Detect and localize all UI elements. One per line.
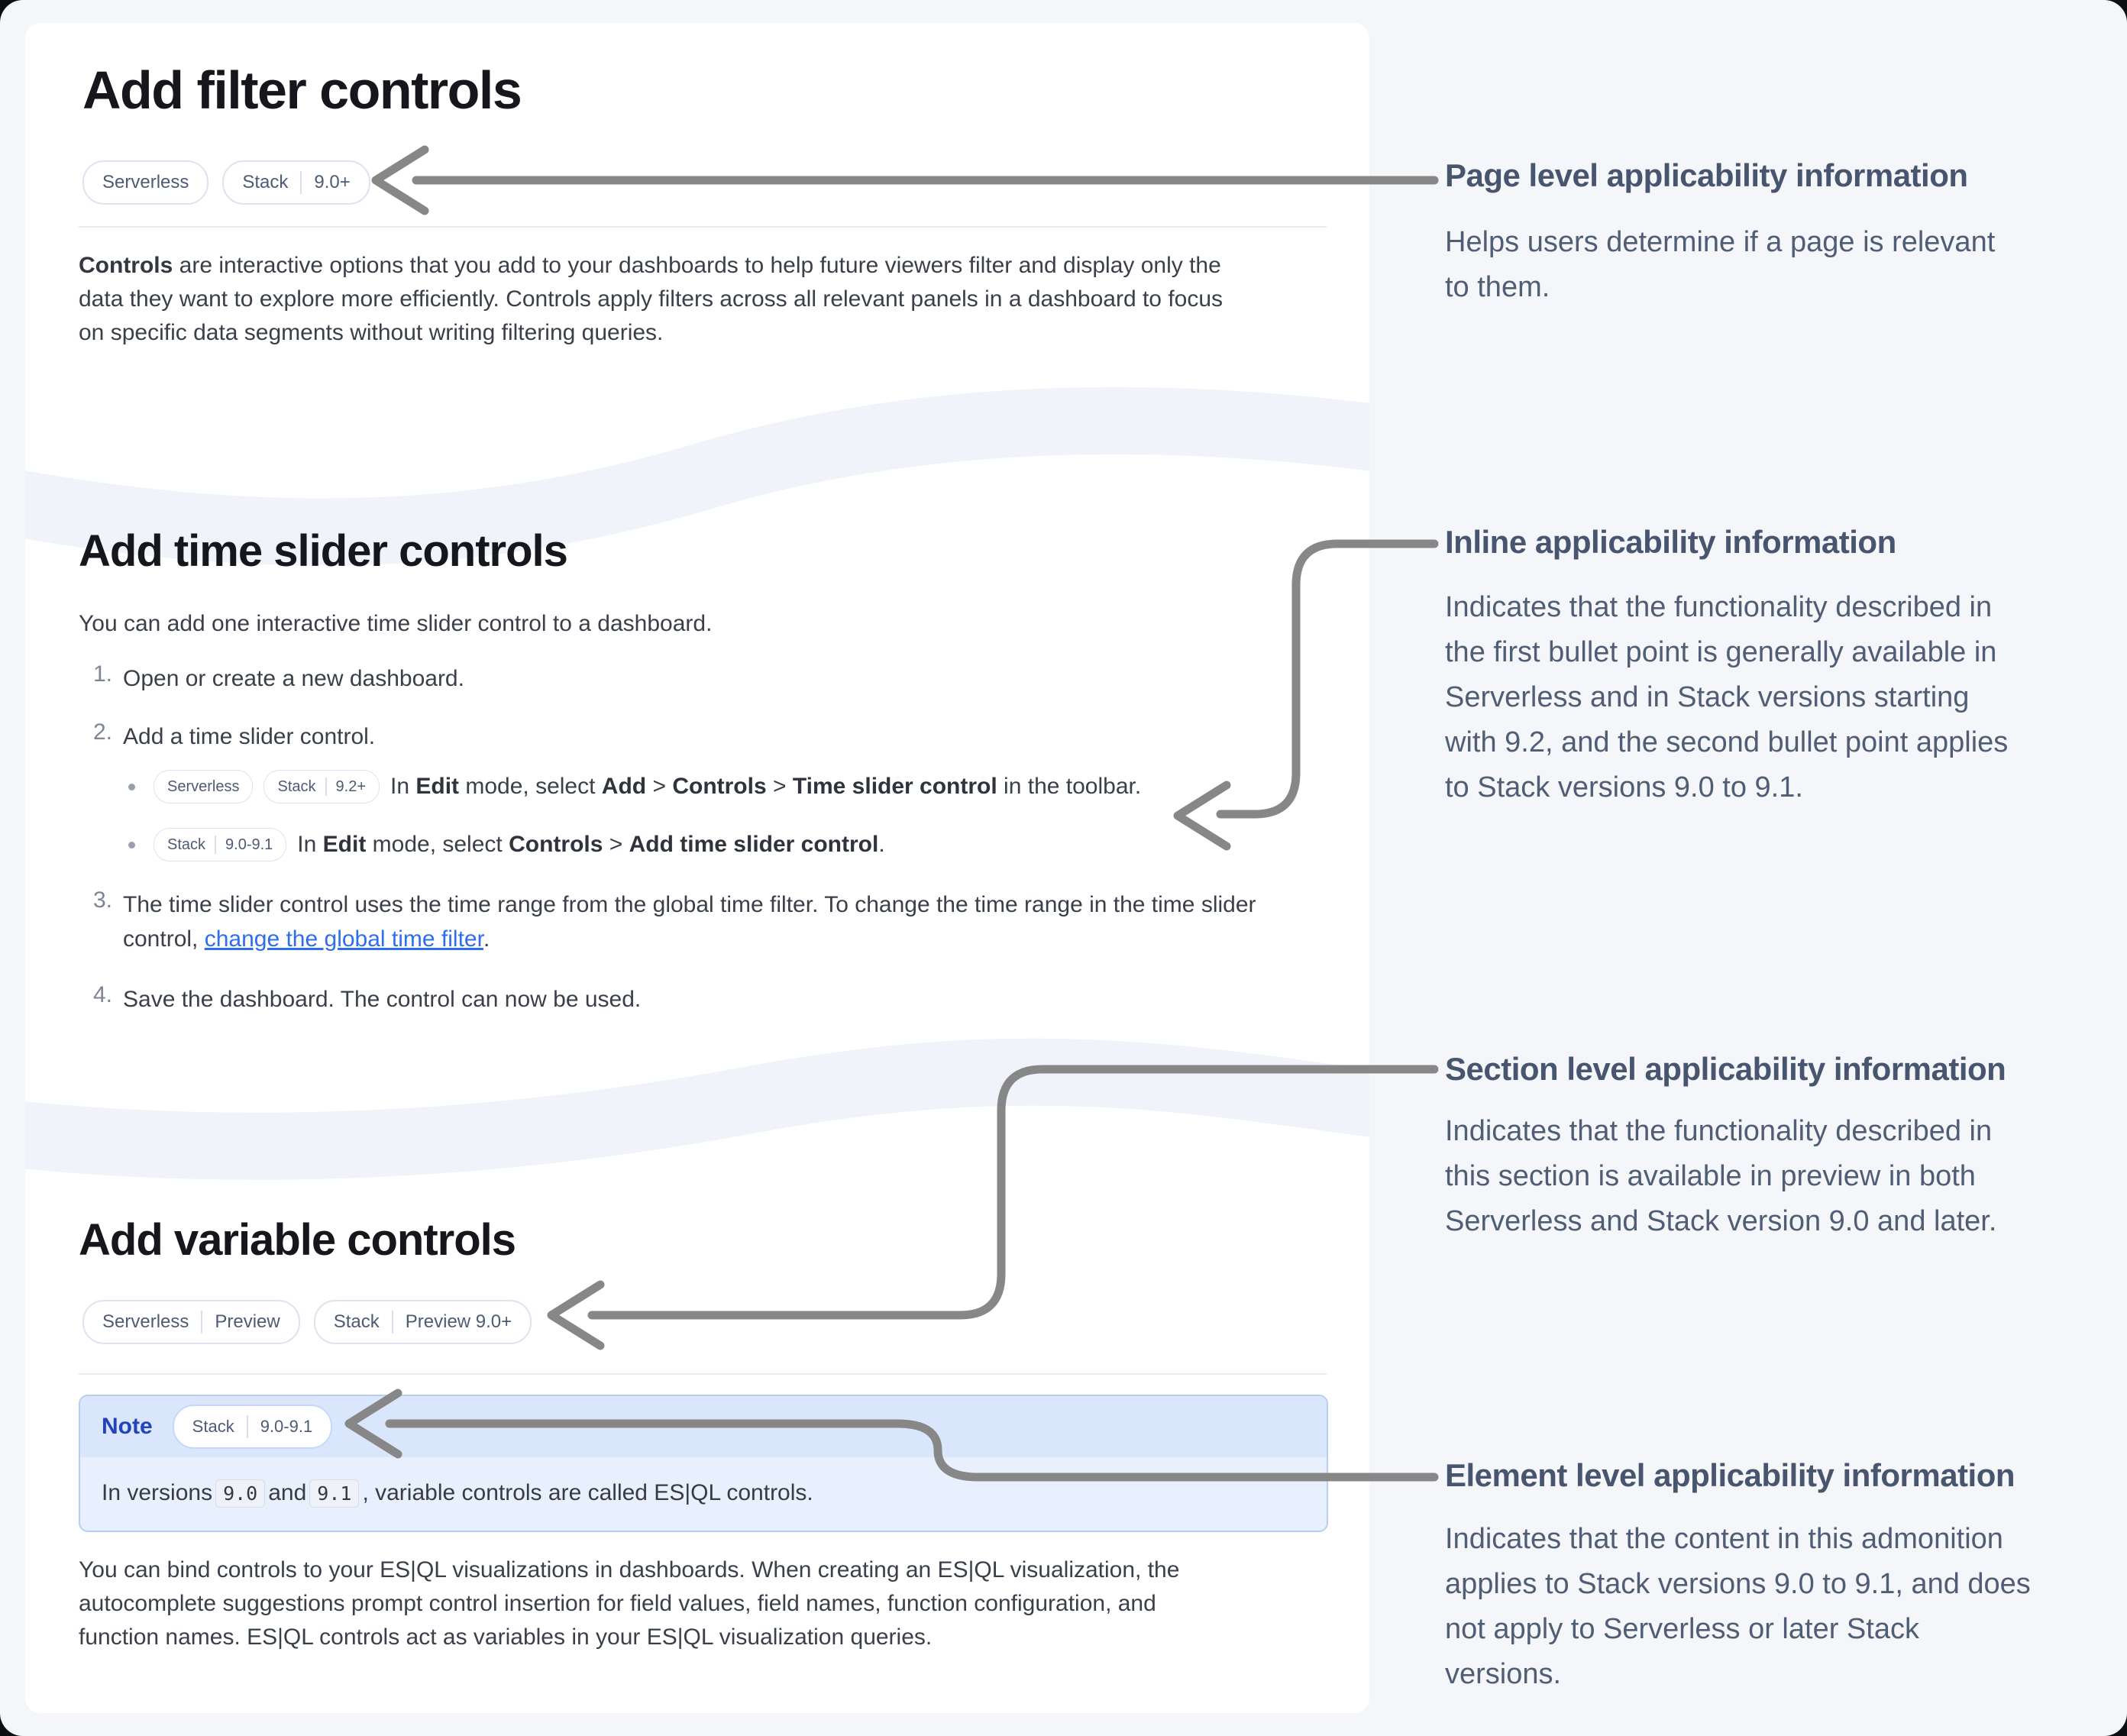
step-number: 3.	[92, 887, 112, 913]
badge-stack-version: Stack 9.2+	[263, 770, 380, 803]
code-chip: 9.0	[215, 1479, 266, 1508]
bullet-serverless-stack-92: Serverless Stack 9.2+ In Edit mode, sele…	[128, 770, 1141, 803]
bullet-stack-90-91: Stack 9.0-9.1 In Edit mode, select Contr…	[128, 828, 885, 862]
badge-stack-version: Stack 9.0-9.1	[172, 1405, 333, 1449]
annotation-body-page-level: Helps users determine if a page is relev…	[1445, 226, 1996, 303]
annotation-body-section-level: Indicates that the functionality describ…	[1445, 1115, 1997, 1237]
page-applicability-badges: Serverless Stack 9.0+	[82, 160, 370, 205]
badge-serverless: Serverless	[154, 770, 254, 803]
bullet-dot	[128, 841, 135, 849]
note-body: In versions 9.0 and 9.1, variable contro…	[80, 1457, 1327, 1529]
page-title: Add filter controls	[82, 60, 522, 120]
change-global-time-filter-link[interactable]: change the global time filter	[204, 926, 483, 952]
esql-paragraph: You can bind controls to your ES|QL visu…	[79, 1557, 1180, 1650]
note-label: Note	[102, 1414, 153, 1439]
step-number: 2.	[92, 719, 112, 745]
time-slider-intro: You can add one interactive time slider …	[79, 611, 713, 636]
arrow-section-level	[587, 1065, 1439, 1320]
divider	[79, 1373, 1327, 1375]
step-2: 2. Add a time slider control.	[79, 719, 375, 754]
step-4: 4. Save the dashboard. The control can n…	[79, 982, 641, 1017]
section-title-variable-controls: Add variable controls	[79, 1215, 516, 1265]
section-title-time-slider: Add time slider controls	[79, 526, 568, 576]
arrow-element-level-head	[344, 1388, 402, 1459]
badge-separator	[215, 836, 217, 854]
arrow-element-level	[385, 1419, 1439, 1482]
bullet-dot	[128, 783, 135, 790]
badge-serverless-preview: Serverless Preview	[82, 1300, 300, 1344]
annotation-title-section-level: Section level applicability information	[1445, 1051, 2006, 1087]
arrow-section-level-head	[547, 1280, 605, 1350]
badge-separator	[246, 1415, 248, 1438]
divider	[79, 226, 1327, 228]
step-number: 1.	[92, 661, 112, 687]
arrow-inline	[1216, 539, 1439, 819]
badge-serverless: Serverless	[82, 160, 209, 205]
step-3: 3. The time slider control uses the time…	[79, 887, 1256, 956]
badge-separator	[391, 1311, 393, 1334]
annotation-title-inline: Inline applicability information	[1445, 524, 1896, 560]
arrow-page-level-head	[371, 145, 429, 215]
step-1: 1. Open or create a new dashboard.	[79, 661, 464, 696]
badge-separator	[201, 1311, 203, 1334]
annotation-body-inline: Indicates that the functionality describ…	[1445, 591, 2009, 803]
annotation-body-element-level: Indicates that the content in this admon…	[1445, 1523, 2031, 1690]
badge-separator	[300, 171, 302, 194]
arrow-inline-head	[1173, 781, 1231, 851]
badge-separator	[325, 777, 327, 796]
bullet-text: In Edit mode, select Add > Controls > Ti…	[390, 774, 1142, 799]
bold-controls: Controls	[79, 253, 173, 278]
step-number: 4.	[92, 982, 112, 1007]
intro-paragraph: Controls are interactive options that yo…	[79, 253, 1224, 345]
badge-stack-version: Stack 9.0-9.1	[154, 828, 287, 862]
annotation-title-page-level: Page level applicability information	[1445, 157, 1968, 193]
badge-stack-version: Stack 9.0+	[222, 160, 370, 205]
annotation-title-element-level: Element level applicability information	[1445, 1457, 2015, 1493]
bullet-text: In Edit mode, select Controls > Add time…	[297, 832, 885, 857]
code-chip: 9.1	[309, 1479, 360, 1508]
section-applicability-badges: Serverless Preview Stack Preview 9.0+	[82, 1300, 532, 1344]
badge-stack-preview-version: Stack Preview 9.0+	[313, 1300, 532, 1344]
